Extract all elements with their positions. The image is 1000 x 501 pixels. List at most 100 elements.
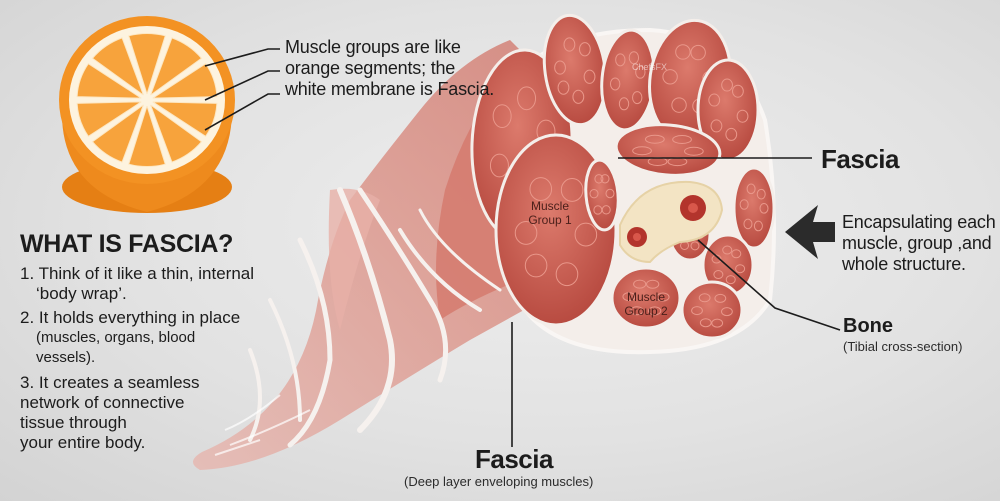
muscle-fibre	[632, 91, 643, 105]
muscle-fibre	[690, 241, 700, 251]
muscle-fibre	[720, 307, 733, 317]
muscle-bundle	[614, 123, 722, 177]
muscle-fibre	[675, 44, 691, 60]
muscle-fibre	[731, 249, 742, 259]
muscle-fibre	[746, 183, 756, 195]
muscle-fibre	[722, 245, 733, 255]
orange-caption-line-1: Muscle groups are like	[285, 37, 461, 57]
encapsulating-line-3: whole structure.	[842, 254, 966, 274]
muscle-bundle	[696, 58, 760, 162]
muscle-group-1-line-2: Group 1	[528, 213, 572, 227]
orange-segment	[76, 62, 144, 99]
muscle-fibre	[725, 127, 738, 141]
muscle-fibre	[622, 292, 636, 302]
muscle-fibre	[635, 65, 646, 79]
muscle-fibre	[583, 69, 596, 84]
muscle-group-1-line-1: Muscle	[530, 199, 569, 213]
point-3-line-4: your entire body.	[20, 433, 146, 452]
muscle-fibre	[630, 306, 644, 316]
muscle-group-1-label: Muscle Group 1	[520, 199, 580, 227]
muscle-fibre	[714, 293, 727, 303]
point-3-line-1: 3. It creates a seamless	[20, 373, 200, 392]
muscle-fibre	[732, 84, 744, 98]
orange-segment	[149, 103, 203, 163]
muscle-fibre	[605, 188, 615, 199]
muscle-fibre	[555, 262, 579, 287]
muscle-fibre	[736, 109, 749, 123]
muscle-bundle	[732, 166, 776, 250]
muscle-group-2	[610, 266, 682, 330]
muscle-fibre	[572, 89, 585, 104]
muscle-fibre	[739, 199, 749, 210]
muscle-fibre	[648, 306, 662, 316]
muscle-fibre	[560, 178, 584, 202]
fascia-deep-sublabel: (Deep layer enveloping muscles)	[404, 474, 594, 489]
watermark: ChefsFX	[632, 62, 668, 72]
muscle-fibre	[524, 253, 548, 278]
muscle-fibre	[517, 86, 537, 111]
muscle-fibre	[609, 77, 621, 91]
muscle-fibre	[589, 189, 599, 199]
muscle-fibre	[615, 53, 626, 67]
orange-segment	[91, 103, 145, 163]
point-2-line-3: vessels).	[36, 349, 96, 366]
muscle-fibre	[753, 220, 763, 232]
muscle-fibre	[691, 306, 703, 316]
muscle-fibre	[529, 177, 553, 201]
muscle-fibre	[711, 254, 722, 264]
orange-caption: Muscle groups are like orange segments; …	[285, 37, 494, 100]
muscle-fibre	[554, 60, 566, 75]
muscle-fibre	[656, 292, 670, 302]
muscle-fibre	[578, 42, 591, 57]
muscle-fibre	[721, 78, 733, 92]
orange-segment	[91, 37, 145, 97]
point-1-line-1: 1. Think of it like a thin, internal	[20, 264, 255, 283]
muscle-fibre	[492, 104, 512, 129]
muscle-bundle	[680, 280, 744, 340]
muscle-bundle	[584, 158, 620, 232]
point-2-line-2: (muscles, organs, blood	[36, 329, 196, 346]
cross-section-diagram	[470, 13, 776, 355]
muscle-fibre	[646, 279, 660, 289]
orange-segment	[128, 33, 166, 96]
muscle-fibre	[671, 97, 687, 113]
orange-segment	[150, 101, 218, 138]
orange-segment	[76, 101, 144, 138]
muscle-fibre	[628, 51, 640, 65]
muscle-fibre	[698, 293, 711, 303]
orange-segment	[149, 37, 203, 97]
muscle-fibre	[735, 264, 746, 274]
muscle-fibre	[743, 218, 753, 230]
muscle-fibre	[699, 318, 712, 328]
muscle-group-2-line-1: Muscle	[626, 290, 665, 304]
muscle-fibre	[713, 270, 724, 280]
muscle-fibre	[672, 134, 692, 144]
orange-segment	[128, 104, 166, 167]
muscle-fibre	[711, 318, 724, 328]
point-1-line-2: ‘body wrap’.	[36, 284, 127, 303]
muscle-fibre	[708, 93, 721, 107]
arrow-icon	[785, 205, 835, 259]
point-3-line-3: tissue through	[20, 413, 127, 432]
point-1: 1. Think of it like a thin, internal ‘bo…	[20, 264, 320, 304]
orange-icon	[59, 16, 235, 213]
muscle-fibre	[710, 119, 723, 133]
muscle-fibre	[690, 44, 706, 61]
muscle-fibre	[557, 80, 570, 95]
encapsulating-line-1: Encapsulating each	[842, 212, 996, 232]
orange-caption-line-3: white membrane is Fascia.	[285, 79, 495, 99]
muscle-fibre	[633, 279, 647, 289]
fascia-label: Fascia	[821, 144, 899, 174]
orange-segment	[150, 62, 218, 99]
point-2: 2. It holds everything in place (muscles…	[20, 308, 320, 368]
encapsulating-caption: Encapsulating each muscle, group ,and wh…	[842, 212, 996, 275]
muscle-group-2-label: Muscle Group 2	[616, 290, 676, 318]
muscle-fibre	[563, 37, 576, 52]
encapsulating-line-2: muscle, group ,and	[842, 233, 992, 253]
muscle-fibre	[756, 188, 766, 200]
leader-lines	[204, 48, 841, 447]
muscle-fibre	[594, 174, 604, 184]
bone-sublabel: (Tibial cross-section)	[843, 339, 963, 354]
